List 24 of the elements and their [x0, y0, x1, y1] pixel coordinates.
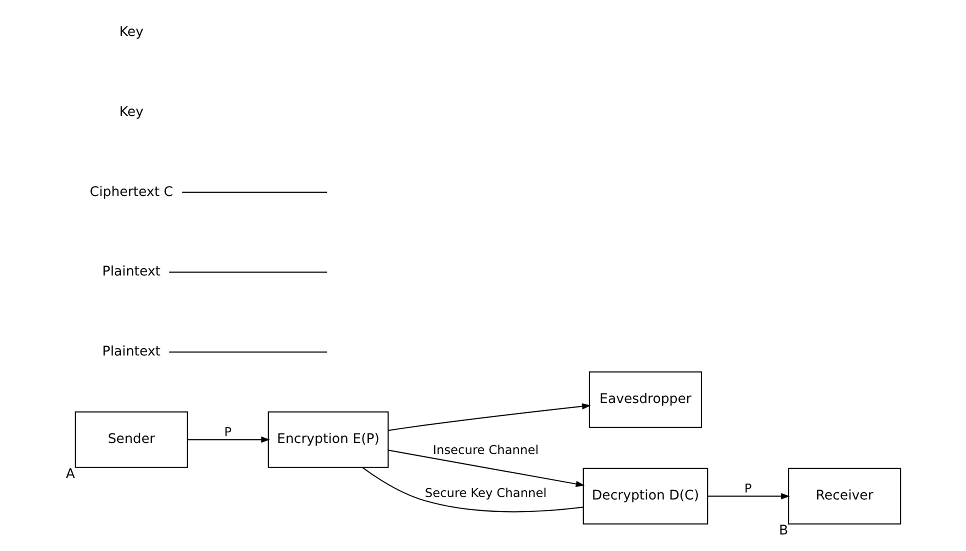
node-box: Decryption D(C)	[582, 468, 708, 524]
label: Key	[119, 25, 144, 40]
arrow	[388, 450, 585, 487]
node-box: Receiver	[788, 468, 902, 524]
edge-label: Secure Key Channel	[424, 486, 547, 500]
node-box: Encryption E(P)	[268, 411, 389, 468]
node-box: Eavesdropper	[588, 371, 702, 428]
node-text: Ciphertext C	[90, 184, 174, 200]
node-text: Plaintext	[102, 344, 161, 360]
node-box: Sender	[74, 411, 188, 468]
label: Key	[119, 104, 144, 120]
connector	[362, 466, 584, 512]
node-label: B	[778, 524, 788, 539]
edge-label: P	[744, 482, 752, 496]
arrow	[388, 403, 591, 431]
arrow	[708, 493, 790, 500]
edge-label: Insecure Channel	[432, 442, 539, 457]
connector	[169, 351, 328, 353]
edge-label: P	[224, 425, 232, 440]
node-text: Plaintext	[102, 264, 161, 280]
connector	[182, 192, 328, 193]
arrow	[188, 436, 270, 443]
node-label: A	[66, 467, 75, 482]
connector	[169, 272, 328, 273]
